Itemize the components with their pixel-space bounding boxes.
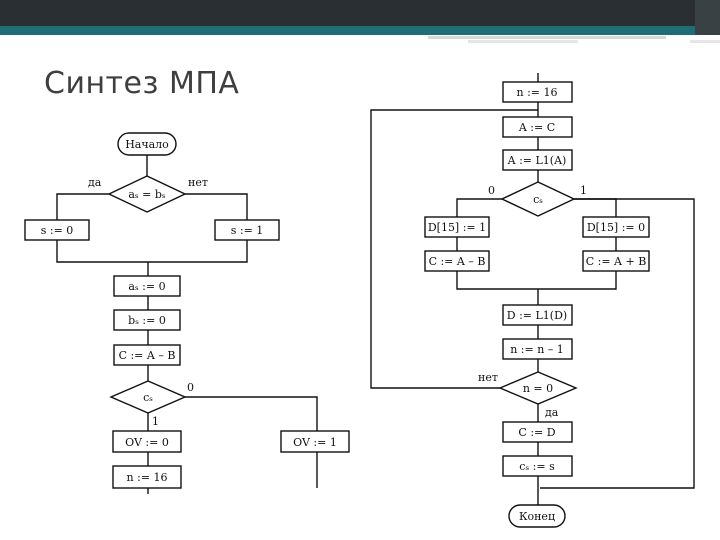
left-start-label: Начало bbox=[125, 138, 169, 151]
right-end-label: Конец bbox=[519, 510, 555, 523]
right-d0-label: D[15] := 0 bbox=[587, 221, 645, 234]
right-capb-label: C := A + B bbox=[586, 255, 647, 268]
right-end-terminal bbox=[508, 504, 566, 528]
left-n16-box bbox=[112, 465, 182, 489]
slide-title: Синтез МПА bbox=[44, 66, 240, 101]
left-as0-box bbox=[113, 275, 181, 297]
right-decision-cs-0-label: 0 bbox=[488, 184, 495, 197]
left-decision-cs-1-label: 1 bbox=[152, 415, 159, 428]
right-cab-label: C := A – B bbox=[429, 255, 486, 268]
left-decision-as-eq-bs bbox=[107, 175, 187, 213]
left-bs0-box bbox=[113, 309, 181, 331]
left-ov0-label: OV := 0 bbox=[125, 436, 169, 449]
right-decision-n0-label: n = 0 bbox=[523, 382, 553, 395]
top-decorative-band bbox=[0, 0, 720, 43]
right-d1-label: D[15] := 1 bbox=[428, 221, 486, 234]
left-n16-label: n := 16 bbox=[127, 471, 168, 484]
left-decision-yes-label: да bbox=[88, 176, 102, 189]
left-as0-label: aₛ := 0 bbox=[128, 280, 165, 293]
left-ov1-box bbox=[280, 430, 350, 453]
right-flowchart: n := 16 A := C A := L1(A) cₛ 0 1 D[15] :… bbox=[370, 73, 695, 528]
right-decision-cs-1-label: 1 bbox=[580, 184, 587, 197]
left-c-box bbox=[113, 344, 181, 366]
right-css-label: cₛ := s bbox=[519, 460, 555, 473]
right-dl1-label: D := L1(D) bbox=[507, 309, 567, 322]
right-decision-n0-yes-label: да bbox=[545, 406, 559, 419]
right-decision-cs bbox=[500, 181, 576, 217]
left-decision-no-label: нет bbox=[188, 176, 208, 189]
right-decision-n0-no-label: нет bbox=[478, 371, 498, 384]
right-cd-label: C := D bbox=[518, 426, 555, 439]
left-bs0-label: bₛ := 0 bbox=[128, 314, 166, 327]
left-flowchart: Начало aₛ = bₛ да нет s := 0 s := 1 aₛ :… bbox=[24, 132, 350, 494]
left-c-label: C := A – B bbox=[119, 349, 176, 362]
left-decision-as-eq-bs-label: aₛ = bₛ bbox=[128, 188, 166, 201]
right-n16-label: n := 16 bbox=[517, 86, 558, 99]
right-nm1-label: n := n – 1 bbox=[510, 343, 564, 356]
left-ov1-label: OV := 1 bbox=[293, 436, 337, 449]
left-s1-label: s := 1 bbox=[231, 224, 264, 237]
right-decision-cs-label: cₛ bbox=[533, 193, 543, 206]
left-ov0-box bbox=[112, 430, 182, 453]
left-decision-cs-label: cₛ bbox=[143, 391, 153, 404]
right-al1-label: A := L1(A) bbox=[507, 154, 567, 167]
left-s0-label: s := 0 bbox=[41, 224, 74, 237]
left-decision-cs-0-label: 0 bbox=[187, 381, 194, 394]
right-loop-back-line bbox=[370, 109, 538, 389]
right-ac-label: A := C bbox=[518, 121, 555, 134]
